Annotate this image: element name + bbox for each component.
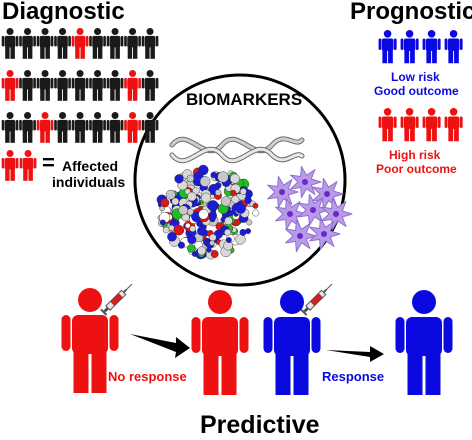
diagnostic-population [1, 28, 159, 181]
legend-line1: Affected [62, 158, 119, 174]
person-icon [61, 288, 119, 393]
biomarkers-title: BIOMARKERS [186, 90, 303, 109]
person-icon [54, 70, 71, 101]
person-icon [89, 70, 106, 101]
cell-cluster-icon [267, 165, 353, 253]
legend-equals: = [42, 150, 55, 175]
person-icon [36, 28, 54, 59]
person-icon [400, 108, 419, 142]
person-icon [1, 112, 19, 143]
person-icon [124, 112, 141, 143]
person-icon [422, 108, 441, 142]
syringe-icon [100, 283, 133, 316]
person-icon [191, 290, 249, 395]
person-icon [36, 112, 54, 143]
person-icon [89, 28, 106, 59]
dna-helix-icon [169, 136, 305, 164]
person-icon [141, 28, 159, 59]
person-icon [141, 112, 159, 143]
protein-structure-icon [156, 164, 260, 260]
arrow-right-icon [130, 334, 190, 358]
predictive-figures [61, 288, 453, 395]
prognostic-population [378, 30, 463, 142]
no-response-label: No response [108, 369, 187, 384]
poor-outcome-label: Poor outcome [376, 162, 457, 176]
person-icon [71, 112, 89, 143]
person-icon [19, 112, 36, 143]
person-icon [106, 28, 124, 59]
diagnostic-heading: Diagnostic [2, 0, 125, 25]
person-icon [444, 30, 463, 64]
person-icon [378, 30, 397, 64]
person-icon [400, 30, 419, 64]
person-icon [124, 28, 141, 59]
person-icon [19, 28, 36, 59]
person-icon [36, 70, 54, 101]
person-icon [444, 108, 463, 142]
person-icon [19, 70, 36, 101]
person-icon [1, 28, 19, 59]
person-icon [89, 112, 106, 143]
legend-line2: individuals [52, 174, 126, 190]
person-icon [395, 290, 453, 395]
person-icon [263, 290, 321, 395]
person-icon [1, 70, 19, 101]
arrow-right-icon [326, 346, 384, 362]
person-icon [54, 112, 71, 143]
person-icon [106, 70, 124, 101]
person-icon [124, 70, 141, 101]
predictive-heading: Predictive [200, 411, 320, 439]
good-outcome-label: Good outcome [374, 84, 459, 98]
person-icon [141, 70, 159, 101]
response-label: Response [322, 369, 385, 384]
person-icon [1, 150, 19, 181]
person-icon [106, 112, 124, 143]
person-icon [71, 28, 89, 59]
person-icon [422, 30, 441, 64]
person-icon [54, 28, 71, 59]
person-icon [19, 150, 37, 181]
low-risk-label: Low risk [391, 70, 440, 84]
person-icon [71, 70, 89, 101]
prognostic-heading: Prognostic [350, 0, 472, 25]
syringe-icon [300, 283, 333, 316]
high-risk-label: High risk [389, 148, 441, 162]
person-icon [378, 108, 397, 142]
